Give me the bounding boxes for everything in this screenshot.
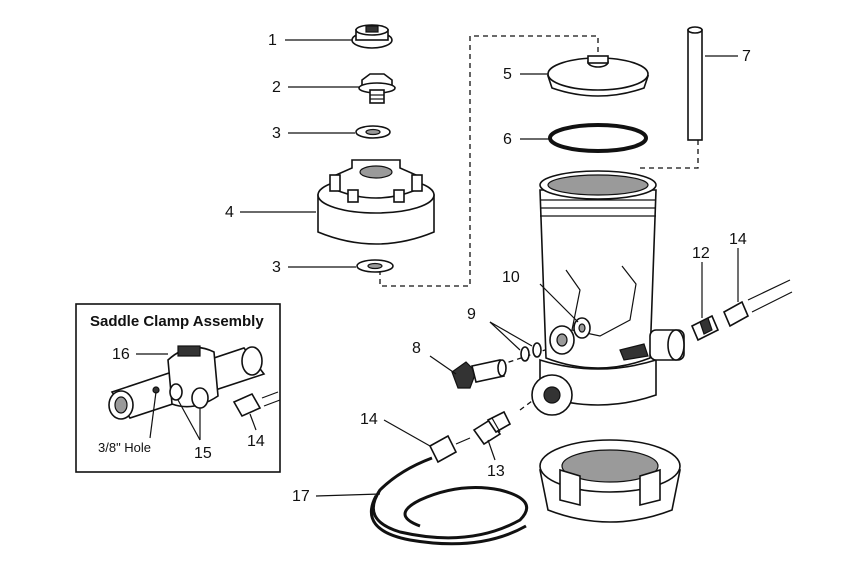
callout-6: 6 (503, 131, 512, 148)
assembly-dashed-line-top (379, 35, 599, 287)
callout-7: 7 (742, 48, 751, 65)
callout-14-right: 14 (729, 231, 747, 248)
part-7-rod (687, 26, 703, 141)
part-13-fitting (472, 410, 512, 446)
part-3-washer-bottom (356, 259, 394, 273)
leader-lines (136, 39, 739, 497)
part-12-fitting (690, 314, 720, 342)
part-5-lid (546, 55, 650, 97)
part-8-valve (451, 359, 507, 389)
callout-1: 1 (268, 32, 277, 49)
callout-15: 15 (194, 445, 212, 462)
assembly-dashed-line-valve (499, 344, 561, 366)
callout-13: 13 (487, 463, 505, 480)
part-9-o-rings (520, 342, 542, 362)
part-17-tubing-coil (369, 456, 529, 546)
callout-16: 16 (112, 346, 130, 363)
part-4-knob (317, 159, 435, 245)
callout-3-bottom: 3 (272, 259, 281, 276)
base-stand (539, 439, 681, 523)
callout-14-tube: 14 (360, 411, 378, 428)
part-10-ring (573, 317, 591, 339)
callout-12: 12 (692, 245, 710, 262)
part-3-washer-top (355, 125, 391, 139)
part-14-nut-tubing (428, 434, 471, 464)
callout-3-top: 3 (272, 125, 281, 142)
callout-8: 8 (412, 340, 421, 357)
callout-labels: 1 2 3 4 3 5 6 7 10 9 8 12 14 14 13 17 16… (112, 32, 751, 505)
part-14-nut-right (722, 279, 793, 328)
callout-17: 17 (292, 488, 310, 505)
part-6-o-ring (548, 123, 648, 153)
part-2-bolt (358, 73, 396, 104)
canister-body (531, 170, 685, 416)
callout-9: 9 (467, 306, 476, 323)
inset-hole-label: 3/8" Hole (98, 440, 151, 455)
callout-5: 5 (503, 66, 512, 83)
callout-4: 4 (225, 204, 234, 221)
saddle-clamp-inset: Saddle Clamp Assembly 3/8" Hole (75, 303, 281, 473)
callout-10: 10 (502, 269, 520, 286)
part-1-cap-nut (351, 24, 393, 49)
callout-2: 2 (272, 79, 281, 96)
assembly-dashed-line-rod (640, 140, 699, 169)
inset-title: Saddle Clamp Assembly (90, 313, 264, 330)
callout-14-inset: 14 (247, 433, 265, 450)
